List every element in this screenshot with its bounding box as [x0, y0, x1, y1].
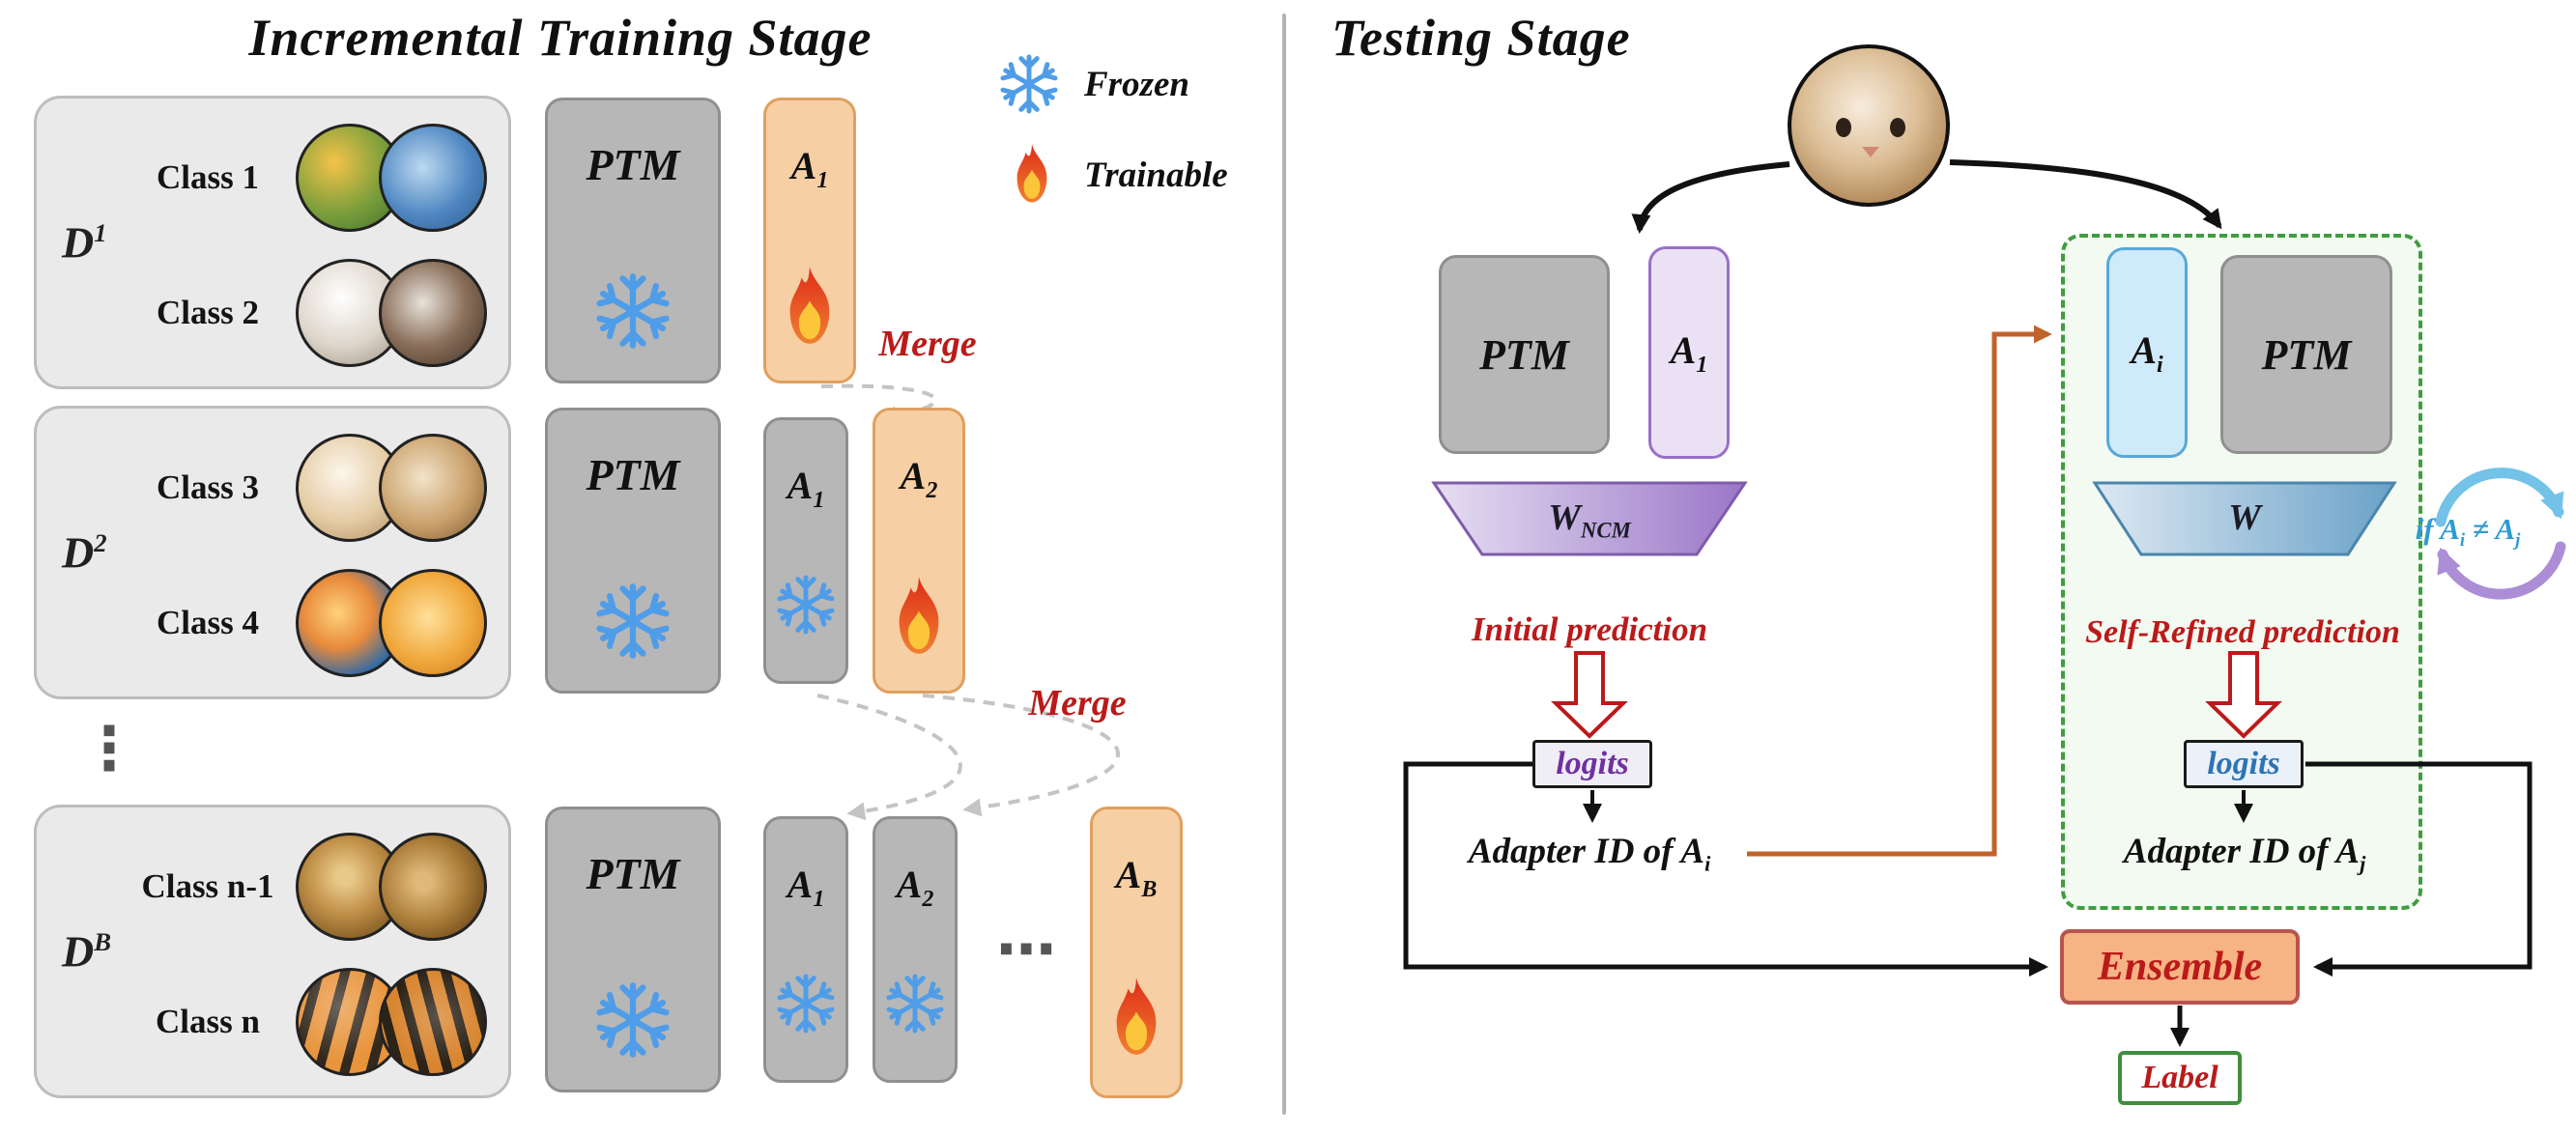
panel-divider — [1282, 14, 1286, 1115]
cat-nose — [1862, 147, 1879, 157]
snowflake-icon — [997, 52, 1061, 116]
cat-eye — [1890, 118, 1905, 137]
class-row: Class 3 — [129, 432, 487, 544]
ptm-label: PTM — [2261, 330, 2352, 379]
adapter-box-trainable: AB — [1090, 807, 1183, 1098]
ptm-label: PTM — [1479, 330, 1569, 379]
legend-frozen-label: Frozen — [1084, 65, 1189, 104]
class-photos — [296, 569, 487, 677]
class-label: Class 1 — [157, 158, 259, 196]
tiger-photo — [379, 968, 487, 1076]
logits-box: logits — [1532, 740, 1652, 788]
loop-arrow-bottom — [2437, 541, 2566, 600]
dog-photo — [379, 434, 487, 542]
initial-prediction-label: Initial prediction — [1471, 610, 1708, 648]
right-panel-title: Testing Stage — [1331, 9, 1631, 67]
adapter-id-label: Adapter ID of Ai — [1468, 832, 1711, 876]
class-label: Class n-1 — [141, 867, 274, 905]
test-image-arrow-right — [1949, 159, 2222, 230]
adapter-label: AB — [1115, 853, 1158, 902]
class-row: Class n-1 — [129, 831, 487, 943]
refined-prediction-label: Self-Refined prediction — [2085, 614, 2400, 650]
ptm-box: PTM — [545, 98, 721, 383]
adapter-id-label: Adapter ID of Aj — [2123, 832, 2366, 876]
ensemble-box: Ensemble — [2060, 929, 2300, 1005]
snowflake-icon — [592, 979, 673, 1061]
dataset-box-B: DB Class n-1 Class n — [34, 805, 511, 1098]
class-photos — [296, 434, 487, 542]
adapter-box-frozen: A2 — [873, 816, 958, 1083]
adapter-label: A1 — [790, 144, 829, 193]
left-panel-title: Incremental Training Stage — [248, 9, 873, 67]
adapter-box-trainable: A1 — [763, 98, 856, 383]
ptm-label: PTM — [586, 450, 680, 499]
adapter-box-a1: A1 — [1648, 246, 1730, 459]
adapter-box-trainable: A2 — [873, 408, 965, 694]
horizontal-ellipsis: ⋯ — [996, 914, 1056, 984]
flame-icon — [1101, 974, 1172, 1061]
final-label-box: Label — [2118, 1051, 2242, 1105]
legend-trainable-label: Trainable — [1084, 156, 1228, 195]
adapter-label: Ai — [2131, 327, 2163, 378]
lion-photo — [379, 833, 487, 941]
loop-condition-label: if Ai ≠ Aj — [2415, 512, 2521, 552]
snowflake-icon — [592, 270, 673, 352]
fish-photo — [379, 569, 487, 677]
dataset-label: D1 — [62, 217, 107, 268]
adapter-label: A1 — [787, 464, 825, 513]
ptm-label: PTM — [586, 849, 680, 898]
snowflake-icon — [774, 573, 838, 637]
test-image-arrow-left — [1631, 161, 1790, 234]
class-row: Class n — [129, 966, 487, 1078]
merge-arrow-2a — [816, 694, 962, 821]
initial-prediction-arrow — [1551, 651, 1628, 739]
adapter-id-feedback-arrow — [1747, 325, 2052, 857]
adapter-label: A1 — [1670, 327, 1708, 378]
ptm-box: PTM — [2220, 255, 2392, 454]
snowflake-icon — [774, 972, 838, 1035]
class-photos — [296, 259, 487, 367]
flame-icon — [774, 263, 845, 350]
class-photos — [296, 968, 487, 1076]
class-label: Class n — [156, 1003, 260, 1040]
merge-label-2: Merge — [1028, 683, 1127, 723]
ptm-label: PTM — [586, 140, 680, 189]
test-image-cat-photo — [1788, 44, 1950, 207]
flame-icon — [883, 573, 955, 660]
dataset-box-2: D2 Class 3 Class 4 — [34, 406, 511, 699]
ncm-classifier-label: WNCM — [1548, 497, 1631, 543]
vertical-ellipsis: ⋮ — [79, 713, 139, 783]
ptm-box: PTM — [545, 807, 721, 1092]
class-photos — [296, 833, 487, 941]
dataset-box-1: D1 Class 1 Class 2 — [34, 96, 511, 389]
merge-label-1: Merge — [878, 324, 977, 364]
dataset-label: D2 — [62, 527, 107, 578]
class-label: Class 3 — [157, 468, 259, 506]
logits-box: logits — [2184, 740, 2304, 788]
class-label: Class 2 — [157, 294, 259, 331]
class-row: Class 2 — [129, 257, 487, 369]
cat-photo — [379, 259, 487, 367]
flame-icon — [1005, 141, 1059, 207]
adapter-label: A1 — [787, 863, 825, 912]
class-label: Class 4 — [157, 604, 259, 641]
refined-classifier-label: W — [2228, 497, 2261, 538]
snowflake-icon — [883, 972, 947, 1035]
adapter-box-ai: Ai — [2106, 247, 2188, 458]
class-photos — [296, 124, 487, 232]
adapter-label: A2 — [896, 863, 934, 912]
snowflake-icon — [592, 581, 673, 662]
dataset-label: DB — [62, 926, 112, 977]
class-row: Class 1 — [129, 122, 487, 234]
class-row: Class 4 — [129, 567, 487, 679]
cat-eye — [1836, 118, 1851, 137]
adapter-box-frozen: A1 — [763, 417, 848, 684]
ptm-box: PTM — [545, 408, 721, 694]
adapter-label: A2 — [900, 454, 938, 503]
ptm-box: PTM — [1439, 255, 1610, 454]
bird-photo — [379, 124, 487, 232]
adapter-box-frozen: A1 — [763, 816, 848, 1083]
